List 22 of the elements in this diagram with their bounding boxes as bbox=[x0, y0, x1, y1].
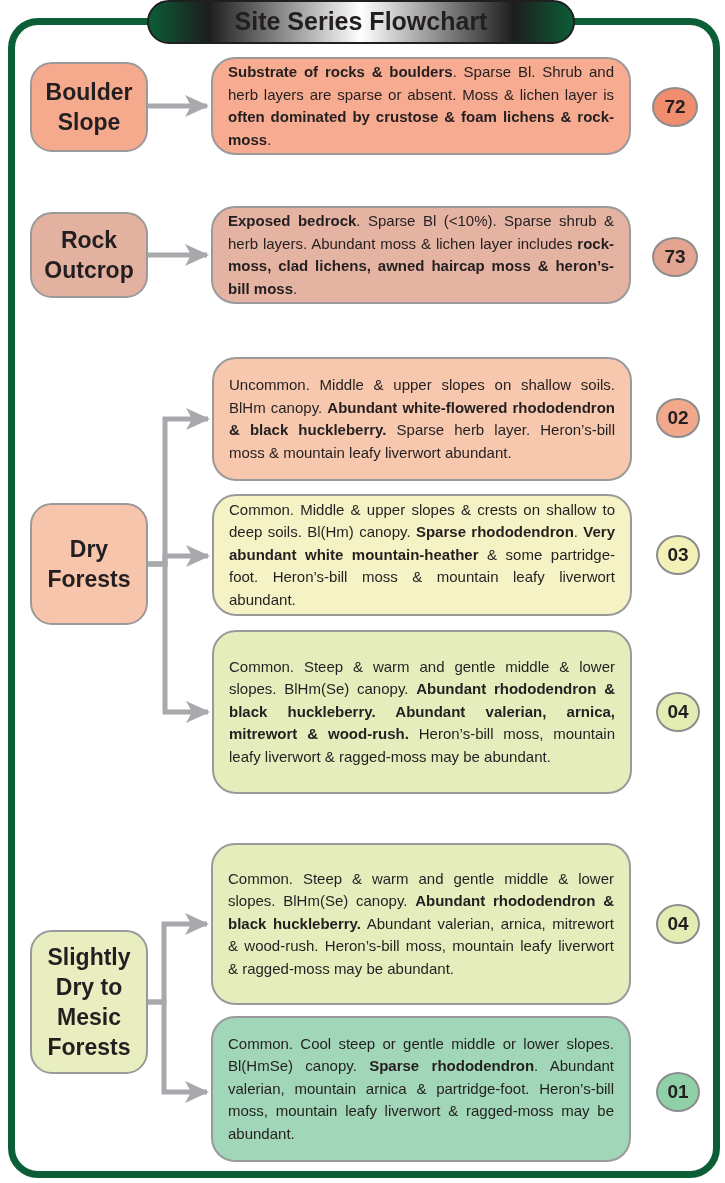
arrow bbox=[148, 244, 209, 266]
description-box: Common. Steep & warm and gentle middle & lower slopes. BlHm(Se) canopy. Abundant rhododendron & black huckleberry. Abundant valerian, arnica, mitrewort & wood-rush. Heron’s-bill moss, mountain leafy liverwort & ragged-moss may be abundant. bbox=[211, 843, 631, 1005]
arrow bbox=[148, 561, 210, 723]
arrow bbox=[148, 95, 209, 117]
category-box: Slightly Dry to Mesic Forests bbox=[30, 930, 148, 1074]
category-box: Boulder Slope bbox=[30, 62, 148, 152]
description-box: Uncommon. Middle & upper slopes on shallow soils. BlHm canopy. Abundant white-flowered rhododendron & black huckleberry. Sparse herb layer. Heron’s-bill moss & mountain leafy liverwort abundant. bbox=[212, 357, 632, 481]
site-number-circle: 03 bbox=[656, 535, 700, 575]
site-number-circle: 04 bbox=[656, 692, 700, 732]
description-box: Substrate of rocks & boulders. Sparse Bl. Shrub and herb layers are sparse or absent. Moss & lichen layer is often dominated by crustose & foam lichens & rock-moss. bbox=[211, 57, 631, 155]
site-number-circle: 72 bbox=[652, 87, 698, 127]
category-box: Rock Outcrop bbox=[30, 212, 148, 298]
description-box: Exposed bedrock. Sparse Bl (<10%). Sparse shrub & herb layers. Abundant moss & lichen layer includes rock-moss, clad lichens, awned haircap moss & heron’s-bill moss. bbox=[211, 206, 631, 304]
site-number-circle: 02 bbox=[656, 398, 700, 438]
site-number-circle: 04 bbox=[656, 904, 700, 944]
arrow bbox=[148, 999, 209, 1103]
category-box: Dry Forests bbox=[30, 503, 148, 625]
site-number-circle: 01 bbox=[656, 1072, 700, 1112]
description-box: Common. Steep & warm and gentle middle & lower slopes. BlHm(Se) canopy. Abundant rhododendron & black huckleberry. Abundant valerian, arnica, mitrewort & wood-rush. Heron’s-bill moss, mountain leafy liverwort & ragged-moss may be abundant. bbox=[212, 630, 632, 794]
description-box: Common. Cool steep or gentle middle or lower slopes. Bl(HmSe) canopy. Sparse rhododendron. Abundant valerian, mountain arnica & partridge-foot. Heron’s-bill moss, mountain leafy liverwort & ragged-moss may be abundant. bbox=[211, 1016, 631, 1162]
description-box: Common. Middle & upper slopes & crests on shallow to deep soils. Bl(Hm) canopy. Sparse rhododendron. Very abundant white mountain-heather & some partridge-foot. Heron’s-bill moss & mountain leafy liverwort abundant. bbox=[212, 494, 632, 616]
site-number-circle: 73 bbox=[652, 237, 698, 277]
